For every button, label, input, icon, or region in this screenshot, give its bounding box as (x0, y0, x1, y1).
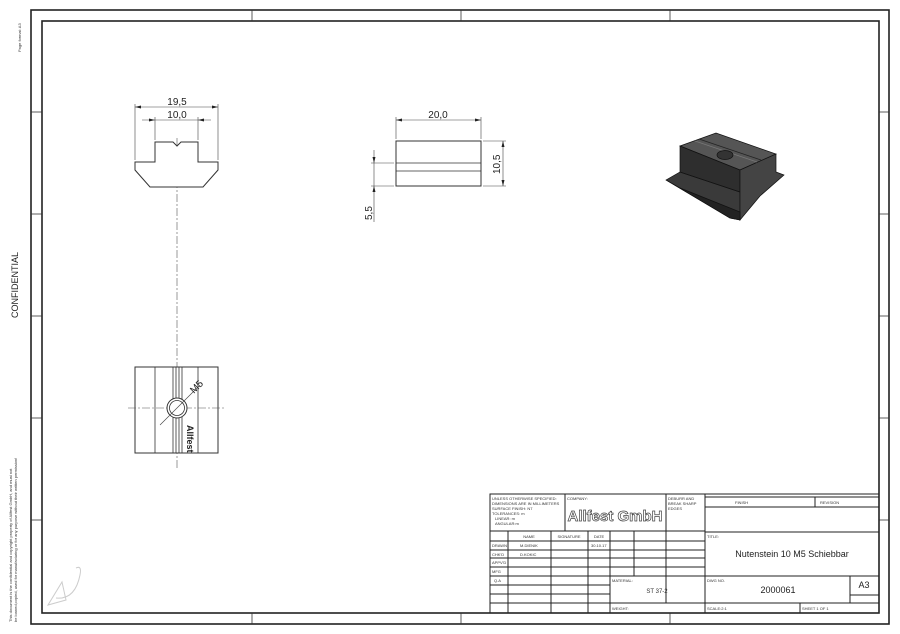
dim-offset: 5,5 (364, 206, 375, 220)
company-name-logo: Allfest GmbH (567, 508, 662, 525)
zone-marks (31, 10, 889, 624)
row-role-mfg: MFG (492, 569, 501, 574)
tolerance-note-1: UNLESS OTHERWISE SPECIFIED: (492, 496, 557, 501)
tolerance-note-5: LINEAR: m (495, 516, 516, 521)
front-view: 19,5 10,0 (134, 97, 219, 470)
row-name-drawn: M.DIENIK (520, 543, 538, 548)
dim-length: 20,0 (428, 110, 448, 121)
dim-height: 10,5 (492, 154, 503, 174)
scale-value: SCALE:2:1 (707, 606, 728, 611)
outer-border (30, 9, 890, 625)
signature-header: SIGNATURE (557, 534, 580, 539)
deburr-note-3: EDGES (668, 506, 682, 511)
deburr-note-2: BREAK SHARP (668, 501, 697, 506)
finish-label: FINISH (735, 500, 748, 505)
row-role-checked: CHK'D (492, 552, 504, 557)
sheet-size: A3 (858, 580, 869, 590)
allfest-logo-watermark (46, 566, 81, 606)
drawing-title: Nutenstein 10 M5 Schiebbar (735, 549, 849, 559)
title-block: UNLESS OTHERWISE SPECIFIED: DIMENSIONS A… (489, 493, 880, 614)
tolerance-note-3: SURFACE FINISH: N7 (492, 506, 533, 511)
name-header: NAME (523, 534, 535, 539)
date-header: DATE (594, 534, 605, 539)
deburr-note-1: DEBURR AND (668, 496, 694, 501)
drawing-number: 2000061 (760, 585, 795, 595)
page-format-label: Page format: A3 (17, 23, 22, 52)
disclaimer-line-2: be loaned,copied, used for manufacturing… (13, 458, 18, 622)
tolerance-note-2: DIMENSIONS ARE IN MILLIMETERS (492, 501, 560, 506)
part-marking: Allfest (185, 425, 195, 453)
inner-border (41, 20, 880, 614)
top-view: M5 Allfest (128, 366, 226, 454)
revision-label: REVISION (820, 500, 839, 505)
tolerance-note-4: TOLERANCES: m (492, 511, 525, 516)
material-value: ST 37-2 (646, 589, 668, 595)
row-role-drawn: DRAWN (492, 543, 507, 548)
dim-inner-width: 10,0 (167, 110, 187, 121)
confidential-label: CONFIDENTIAL (10, 252, 20, 318)
disclaimer-line-1: This document is the confidential and co… (8, 468, 13, 622)
title-label: TITLE: (707, 534, 719, 539)
row-role-qa: Q.A (494, 578, 501, 583)
isometric-view (665, 132, 785, 221)
tolerance-note-6: ANGULAR:m (495, 521, 519, 526)
dim-width: 19,5 (167, 97, 187, 108)
material-label: MATERIAL: (612, 578, 633, 583)
company-label: COMPANY: (567, 496, 588, 501)
row-date-drawn: 30.10.17 (591, 543, 607, 548)
dwg-no-label: DWG NO. (707, 578, 725, 583)
row-name-checked: D.KOKIC (520, 552, 537, 557)
row-role-approved: APPV'D (492, 560, 506, 565)
side-view: 20,0 10,5 5,5 (364, 110, 506, 222)
sheet-number: SHEET 1 OF 1 (802, 606, 829, 611)
weight-label: WEIGHT: (612, 606, 629, 611)
